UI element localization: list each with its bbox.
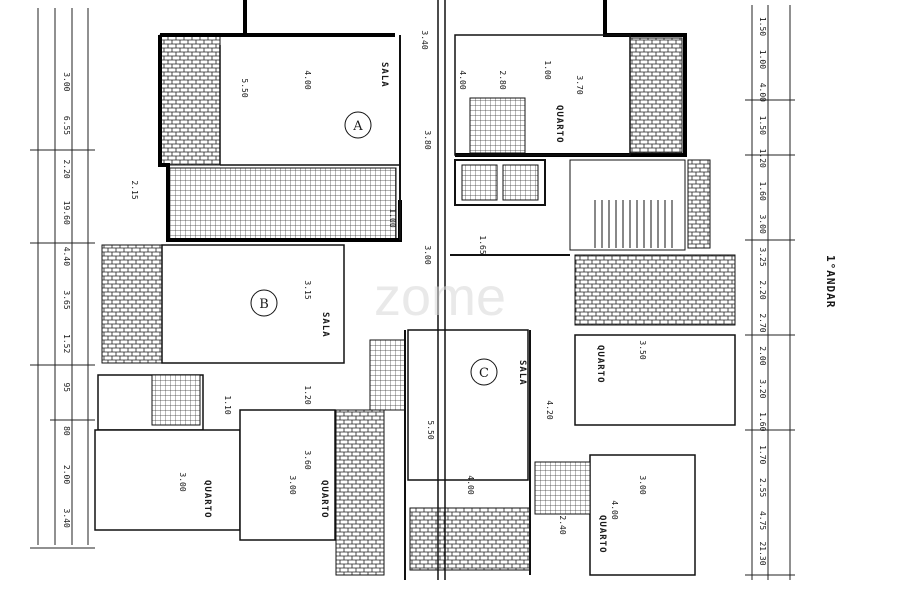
- dimension-label: 1.50: [758, 116, 767, 135]
- dimension-label: 2.40: [558, 515, 567, 534]
- dimension-label: 4.20: [545, 400, 554, 419]
- room-label-quarto-b2: QUARTO: [319, 480, 329, 519]
- dimension-label: 2.20: [758, 280, 767, 299]
- room-label-quarto-b1: QUARTO: [202, 480, 212, 519]
- dimension-label: 3.25: [758, 247, 767, 266]
- dimension-label: 3.60: [303, 450, 312, 469]
- dimension-label: 1.65: [478, 235, 487, 254]
- dimension-label: 3.40: [62, 509, 71, 528]
- dimension-label: 1.20: [758, 149, 767, 168]
- unit-c-label: C: [479, 366, 489, 381]
- dimension-label: 4.00: [303, 70, 312, 89]
- dimension-label: 1.52: [62, 334, 71, 353]
- dimension-label: 19.60: [62, 201, 71, 225]
- room-label-sala-b: SALA: [320, 312, 330, 338]
- dimension-label: 4.00: [458, 70, 467, 89]
- watermark: zome: [374, 267, 506, 327]
- dimension-label: 21.30: [758, 541, 767, 565]
- dimension-label: 1.60: [758, 412, 767, 431]
- room-labels: SALA QUARTO SALA SALA QUARTO QUARTO QUAR…: [202, 62, 607, 554]
- unit-labels: A B C: [250, 111, 498, 386]
- dimension-label: 3.00: [178, 472, 187, 491]
- dimension-label: 1.00: [388, 208, 397, 227]
- dimension-label: 2.00: [758, 346, 767, 365]
- dimension-label: 2.80: [498, 70, 507, 89]
- dimension-label: 4.40: [62, 247, 71, 266]
- stairs: [569, 159, 711, 251]
- dimension-label: 80: [62, 426, 71, 436]
- dimension-label: 3.00: [423, 245, 432, 264]
- unit-b-label: B: [259, 297, 269, 312]
- unit-a-label: A: [352, 119, 363, 134]
- dimension-label: 3.65: [62, 290, 71, 309]
- room-label-quarto-c2: QUARTO: [597, 515, 607, 554]
- dimension-label: 4.00: [758, 83, 767, 102]
- room-label-quarto-c1: QUARTO: [595, 345, 605, 384]
- top-right-block: [454, 0, 687, 206]
- dimension-label: 3.00: [638, 475, 647, 494]
- dimension-label: 3.70: [575, 75, 584, 94]
- dimension-label: 1.60: [758, 182, 767, 201]
- dimension-label: 1.10: [223, 395, 232, 414]
- dimension-label: 3.00: [758, 214, 767, 233]
- dimension-label: 2.15: [130, 180, 139, 199]
- left-dimension-lines: [30, 8, 95, 549]
- dimension-label: 1.00: [543, 60, 552, 79]
- dimension-label: 2.70: [758, 313, 767, 332]
- dimension-label: 2.55: [758, 478, 767, 497]
- dimension-label: 6.55: [62, 116, 71, 135]
- dimension-label: 4.75: [758, 511, 767, 530]
- dimension-label: 4.00: [610, 500, 619, 519]
- dimension-labels-left: 3.00 6.55 2.20 19.60 4.40 3.65 1.52 95 80 2.00 3.4…: [62, 72, 71, 528]
- dimension-label: 95: [62, 382, 71, 392]
- dimension-label: 1.70: [758, 445, 767, 464]
- dimension-label: 4.00: [466, 475, 475, 494]
- room-label-sala-a: SALA: [379, 62, 389, 88]
- dimension-label: 3.00: [288, 475, 297, 494]
- dimension-label: 2.00: [62, 465, 71, 484]
- dimension-label: 1.50: [758, 17, 767, 36]
- dimension-label: 3.40: [420, 30, 429, 49]
- right-dimension-lines: [745, 5, 795, 580]
- dimension-label: 3.20: [758, 379, 767, 398]
- dimension-label: 2.20: [62, 159, 71, 178]
- unit-a-block: [158, 0, 402, 242]
- dimension-label: 1.00: [758, 50, 767, 69]
- room-label-sala-c: SALA: [517, 360, 527, 386]
- dimension-label: 3.50: [638, 340, 647, 359]
- dimension-labels-right: 1.50 1.00 4.00 1.50 1.20 1.60 3.00 3.25 2.20 2.70…: [758, 17, 767, 566]
- dimension-label: 3.80: [423, 130, 432, 149]
- dimension-labels-interior: 5.50 4.00 3.15 3.40 3.80 3.00 3.70 2.15 1.65 1.00…: [130, 30, 647, 534]
- room-label-quarto-a: QUARTO: [554, 105, 564, 144]
- dimension-label: 3.00: [62, 72, 71, 91]
- corridor-lines: [437, 0, 446, 580]
- dimension-label: 1.20: [303, 385, 312, 404]
- unit-c-block: [335, 254, 736, 580]
- dimension-label: 5.50: [426, 420, 435, 439]
- dimension-label: 5.50: [240, 78, 249, 97]
- dimension-label: 3.15: [303, 280, 312, 299]
- floor-label: 1°ANDAR: [824, 255, 837, 308]
